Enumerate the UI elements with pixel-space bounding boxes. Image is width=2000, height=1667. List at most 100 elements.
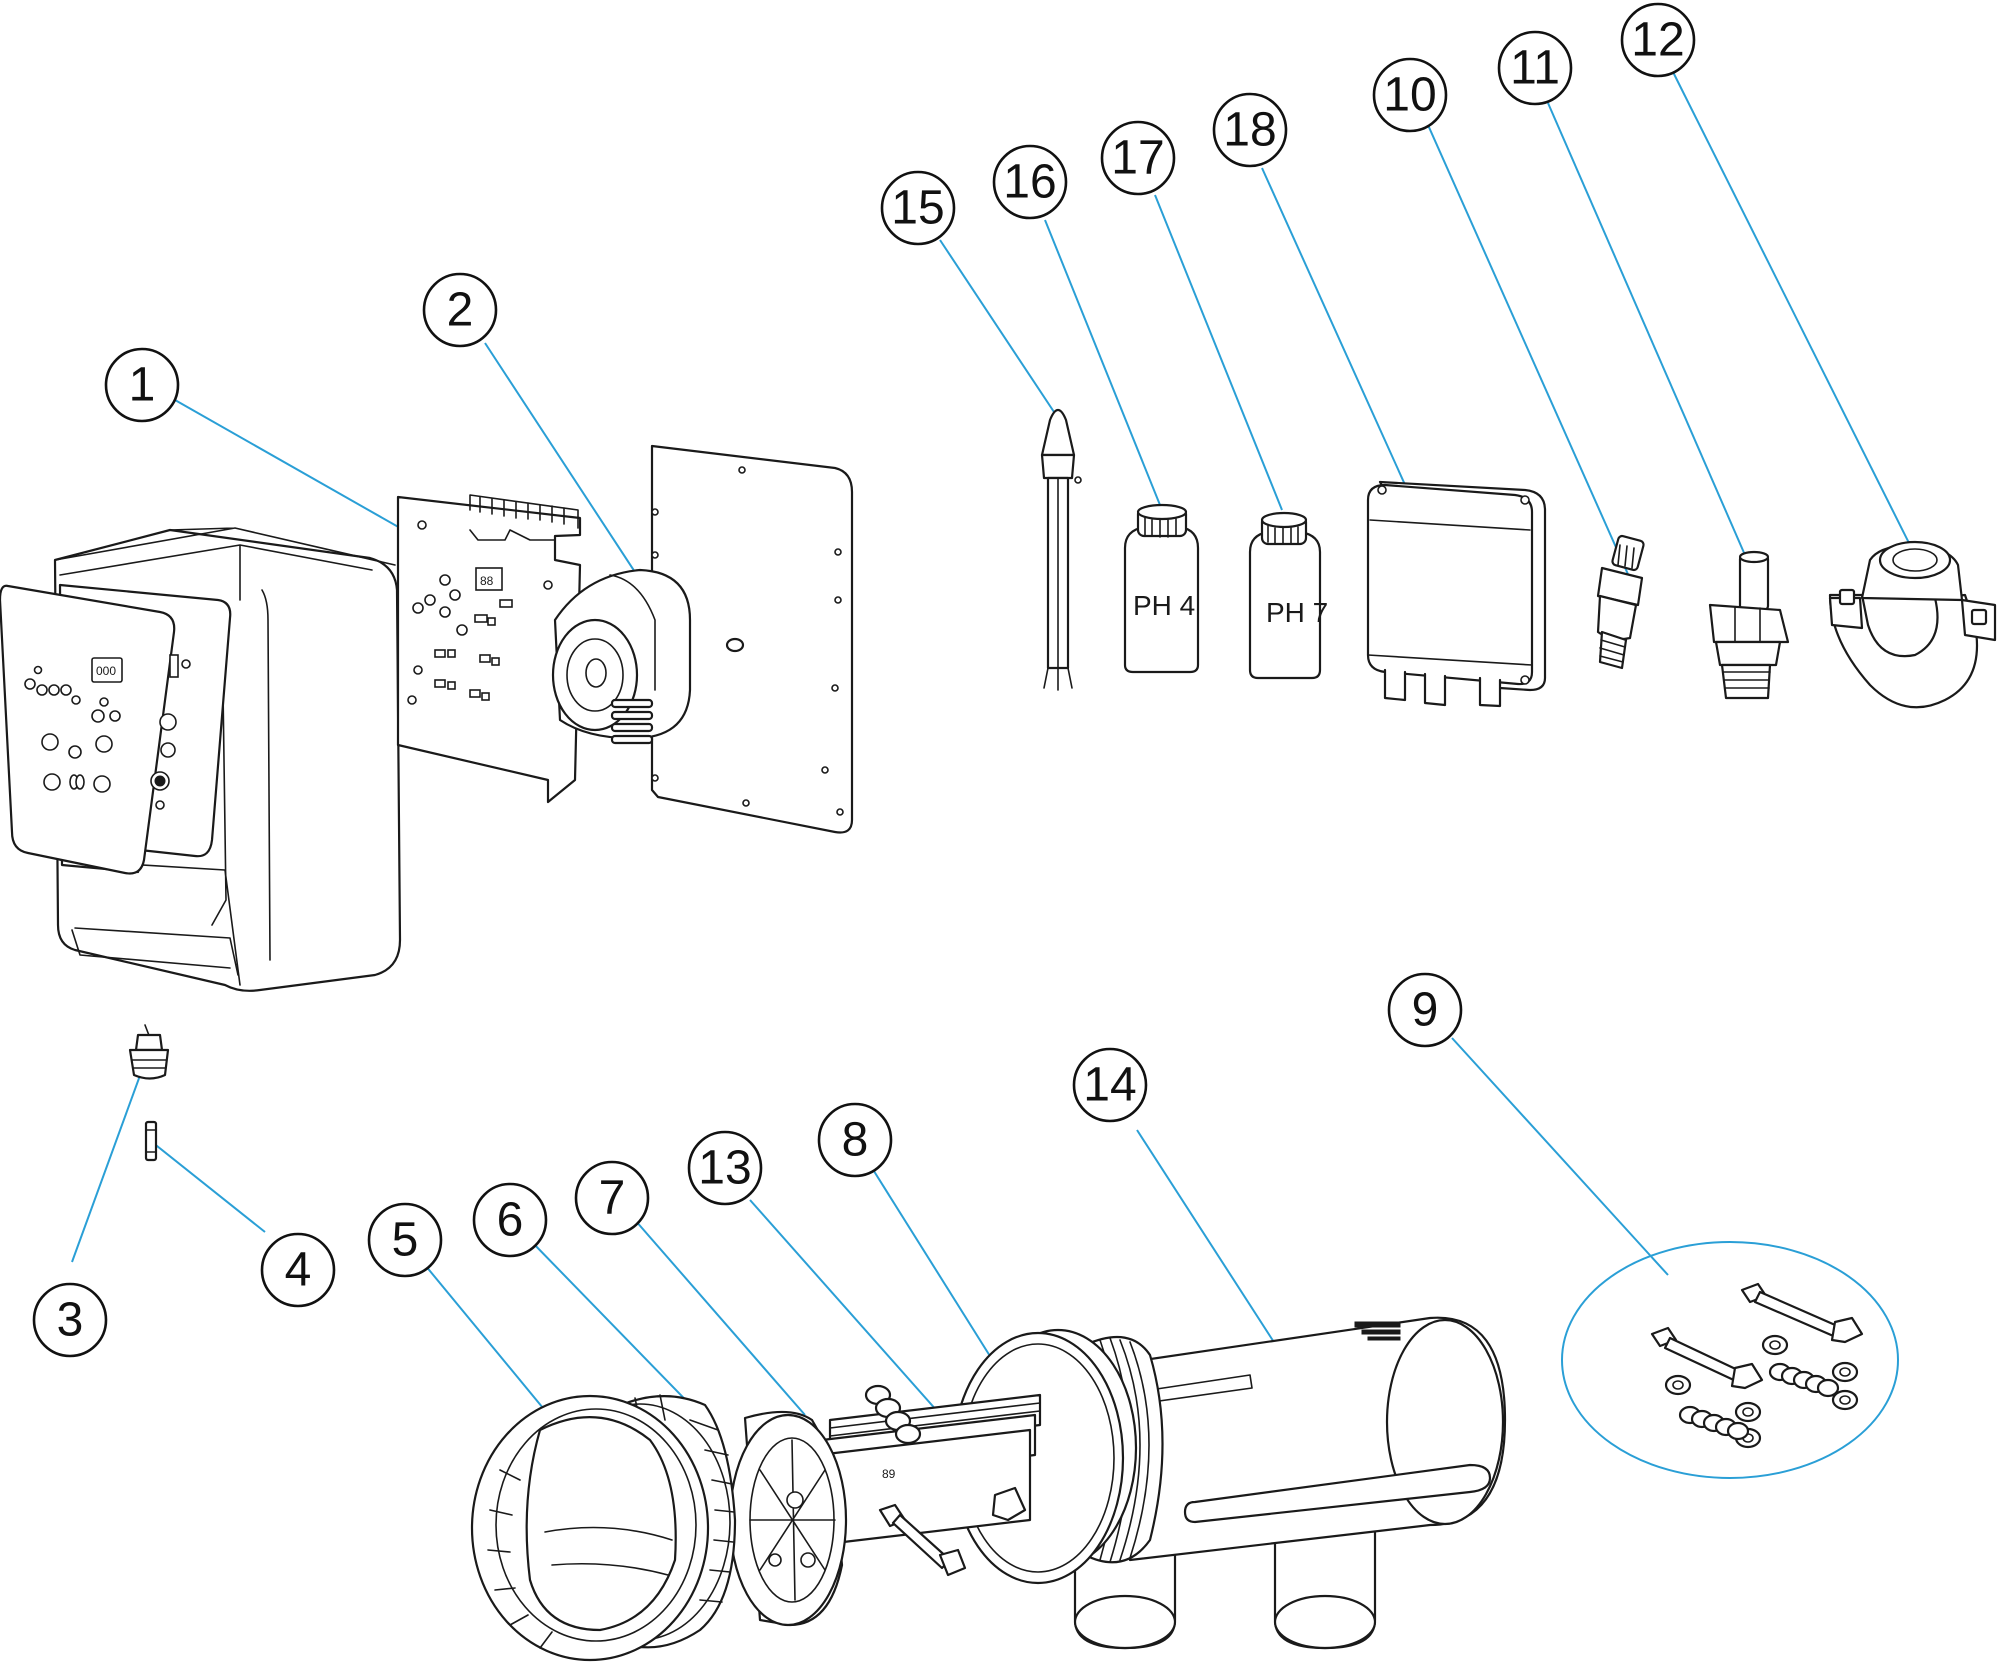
side-port-2 bbox=[160, 742, 176, 758]
cap-grip-ribs bbox=[487, 1469, 553, 1649]
leader-3 bbox=[71, 1069, 143, 1263]
probe-cap bbox=[1040, 453, 1076, 480]
ph7-bottle-cap-top bbox=[1260, 511, 1308, 529]
control-unit: 000 bbox=[0, 527, 402, 992]
ph7-bottle-label: PH 7 bbox=[1266, 597, 1328, 628]
leader-1 bbox=[174, 399, 431, 546]
svg-text:3: 3 bbox=[57, 1294, 84, 1347]
callout-16: 16 bbox=[992, 144, 1068, 220]
face-plate-buttons bbox=[41, 709, 121, 793]
holder-spokes bbox=[749, 1439, 836, 1601]
face-plate-led bbox=[99, 697, 109, 707]
leader-2 bbox=[484, 342, 651, 596]
callout-4: 4 bbox=[260, 1232, 336, 1308]
ph-box-front bbox=[1366, 483, 1534, 686]
callouts: 1 2 3 4 5 6 7 8 bbox=[32, 2, 1696, 1358]
callout-11: 11 bbox=[1497, 30, 1573, 106]
pcb-components bbox=[407, 520, 553, 705]
probe-tip bbox=[1040, 408, 1076, 457]
housing-bottom-lip bbox=[74, 927, 239, 976]
svg-text:11: 11 bbox=[1510, 42, 1560, 95]
cell-window-slot bbox=[1183, 1463, 1492, 1524]
face-plate bbox=[0, 584, 176, 875]
mounting-plate bbox=[650, 444, 854, 834]
fuse-holder-port-inner bbox=[154, 775, 166, 787]
electrode-terminal-bolt bbox=[878, 1486, 1027, 1577]
saddle-clamp bbox=[1828, 540, 1997, 709]
svg-text:18: 18 bbox=[1223, 104, 1276, 157]
pcb-display-text: 88 bbox=[480, 574, 494, 588]
cell-window-top bbox=[1149, 1374, 1253, 1403]
fitting-nut-faces bbox=[1734, 606, 1761, 643]
callout-12: 12 bbox=[1620, 2, 1696, 78]
fuse-holder-cap bbox=[134, 1033, 164, 1052]
bolt-lower bbox=[1650, 1326, 1764, 1390]
ph-box-screw-1 bbox=[1377, 485, 1387, 495]
valve-cap-ridges bbox=[1617, 544, 1635, 569]
pcb-outline bbox=[396, 495, 582, 804]
svg-text:6: 6 bbox=[497, 1194, 524, 1247]
svg-text:2: 2 bbox=[447, 284, 474, 337]
face-plate-display-text: 000 bbox=[96, 664, 116, 678]
side-switch bbox=[169, 654, 179, 678]
fitting-body bbox=[1714, 640, 1782, 667]
ph-box-screw-2 bbox=[1520, 495, 1530, 505]
ph7-bottle: PH 7 bbox=[1248, 511, 1328, 680]
fuse-holder-thread bbox=[131, 1059, 167, 1069]
electrode-pack: 89 bbox=[816, 1384, 1042, 1577]
svg-text:17: 17 bbox=[1111, 132, 1164, 185]
pcb-board: 88 bbox=[396, 494, 582, 804]
bolt-kit bbox=[1561, 1241, 1899, 1479]
mounting-plate-holes bbox=[651, 466, 844, 816]
svg-text:16: 16 bbox=[1003, 156, 1056, 209]
svg-text:7: 7 bbox=[599, 1172, 626, 1225]
callout-7: 7 bbox=[574, 1160, 650, 1236]
side-button bbox=[181, 659, 191, 669]
callout-17: 17 bbox=[1100, 120, 1176, 196]
cell-outlet-left-end bbox=[1073, 1594, 1177, 1650]
svg-text:14: 14 bbox=[1083, 1059, 1136, 1112]
transformer-leads bbox=[610, 698, 654, 745]
leader-10 bbox=[1427, 124, 1636, 591]
plate-standoff bbox=[725, 637, 745, 653]
callout-14: 14 bbox=[1072, 1047, 1148, 1123]
probe-fitting bbox=[1708, 550, 1790, 700]
saddle-outlet-bore bbox=[1892, 548, 1938, 572]
spring-washers bbox=[1678, 1362, 1840, 1441]
leader-6 bbox=[529, 1239, 711, 1426]
fuse-caps bbox=[145, 1129, 157, 1153]
ph-box-inner bbox=[1367, 654, 1533, 666]
fuse-body bbox=[144, 1120, 158, 1162]
electrode-spacer bbox=[864, 1384, 922, 1445]
saddle-right-bolt bbox=[1970, 608, 1988, 626]
callout-8: 8 bbox=[817, 1102, 893, 1178]
ph-module-box bbox=[1366, 480, 1547, 708]
callout-3: 3 bbox=[32, 1282, 108, 1358]
transformer-ridge bbox=[609, 574, 656, 691]
svg-text:13: 13 bbox=[698, 1142, 751, 1195]
face-plate-led-row bbox=[24, 665, 81, 705]
callout-9: 9 bbox=[1387, 972, 1463, 1048]
leader-15 bbox=[939, 239, 1059, 419]
bolt-kit-boundary bbox=[1561, 1241, 1899, 1479]
fuse bbox=[144, 1120, 158, 1162]
saddle-left-bolt bbox=[1838, 588, 1856, 606]
svg-text:15: 15 bbox=[891, 182, 944, 235]
ph4-bottle-label: PH 4 bbox=[1133, 590, 1195, 621]
housing-top bbox=[54, 527, 396, 566]
saddle-body bbox=[1828, 593, 1979, 709]
housing-bottom-slot bbox=[71, 929, 231, 969]
injection-valve bbox=[1596, 534, 1645, 670]
callout-13: 13 bbox=[687, 1130, 763, 1206]
pcb-cutout bbox=[469, 529, 556, 541]
bolt-upper bbox=[1740, 1282, 1864, 1344]
callout-1: 1 bbox=[104, 347, 180, 423]
callout-15: 15 bbox=[880, 170, 956, 246]
ph4-cap-ridges bbox=[1144, 517, 1177, 538]
svg-text:8: 8 bbox=[842, 1114, 869, 1167]
valve-cap bbox=[1611, 534, 1645, 572]
fitting-tube bbox=[1738, 553, 1770, 612]
cap-dome bbox=[525, 1416, 677, 1632]
callout-5: 5 bbox=[367, 1202, 443, 1278]
